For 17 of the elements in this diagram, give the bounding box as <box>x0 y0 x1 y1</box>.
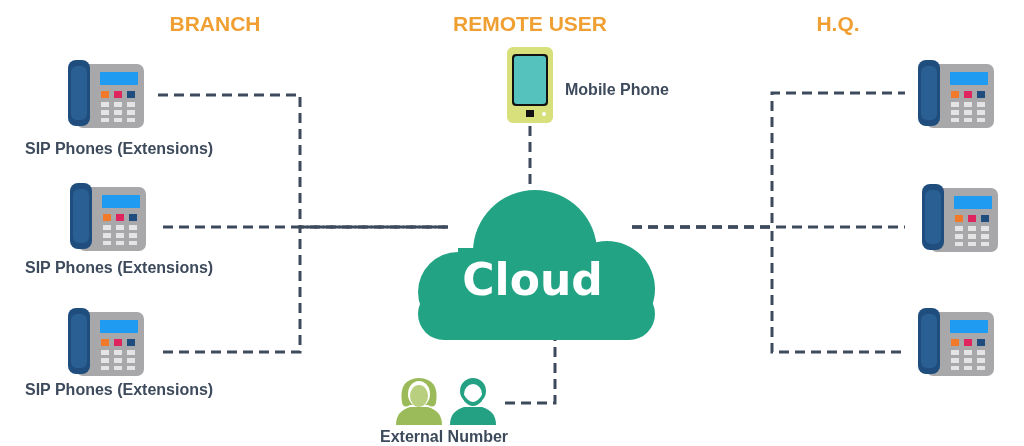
device-caption: SIP Phones (Extensions) <box>25 259 214 277</box>
device-caption: SIP Phones (Extensions) <box>25 140 214 158</box>
section-heading: BRANCH <box>169 12 261 36</box>
device-caption: External Number <box>380 428 509 446</box>
desk-phone-icon <box>918 60 994 128</box>
desk-phone-icon <box>922 184 998 252</box>
desk-phone-icon <box>68 60 144 128</box>
desk-phone-icon <box>70 183 146 251</box>
desk-phone-icon <box>68 308 144 376</box>
device-caption: Mobile Phone <box>565 81 669 99</box>
connector-line <box>163 225 448 354</box>
section-heading: REMOTE USER <box>453 12 607 36</box>
desk-phone-icon <box>918 308 994 376</box>
device-caption: SIP Phones (Extensions) <box>25 381 214 399</box>
mobile-phone-icon <box>507 47 553 123</box>
section-heading: H.Q. <box>816 12 860 36</box>
cloud-label: Cloud <box>461 254 604 305</box>
